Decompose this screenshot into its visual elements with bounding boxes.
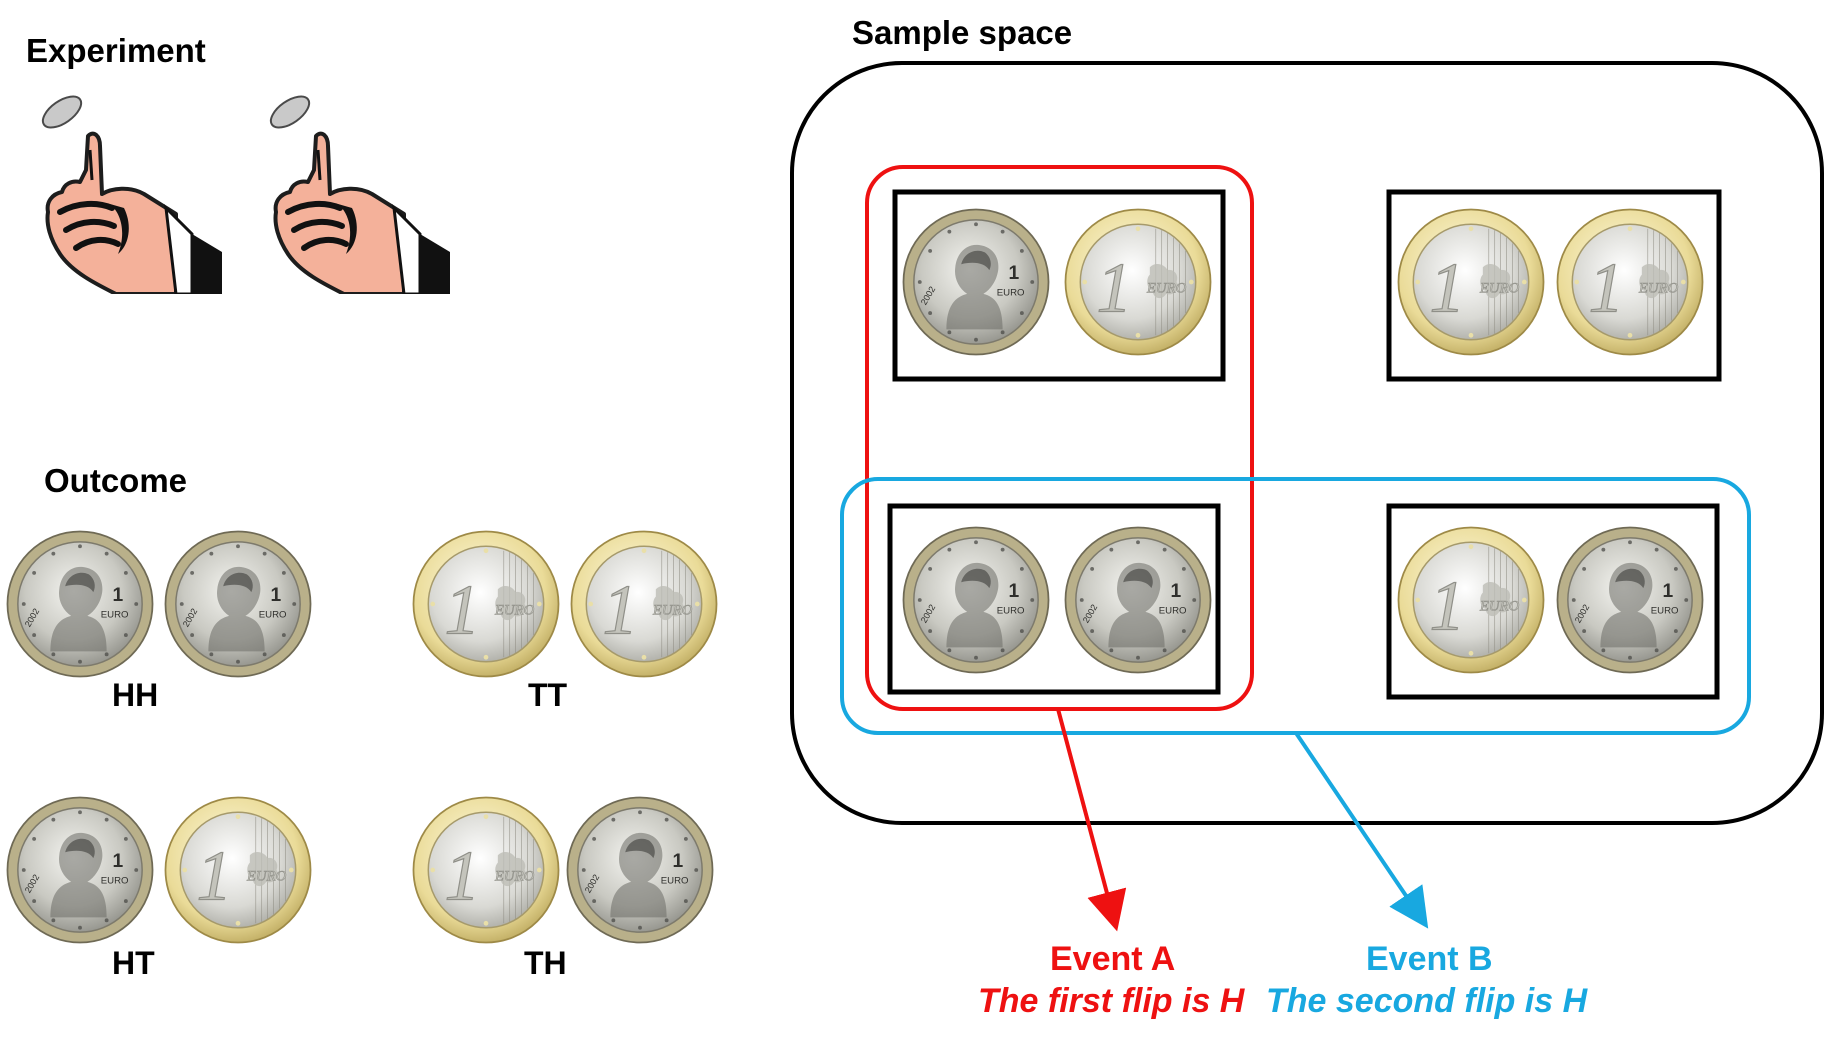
svg-text:1: 1 bbox=[1430, 568, 1466, 646]
sample-space-coin mozart-portrait-coin-icon: 1 EURO 2002 bbox=[1064, 526, 1212, 674]
coin-flip-hand-icon bbox=[254, 84, 454, 294]
event-b-description: The second flip is H bbox=[1266, 982, 1588, 1020]
svg-text:1: 1 bbox=[1009, 581, 1020, 602]
svg-text:EURO: EURO bbox=[1479, 598, 1520, 614]
sample-space-coin europe-map-coin-icon: 1 EURO bbox=[1064, 208, 1212, 356]
coin-flip-hand-icon bbox=[26, 84, 226, 294]
svg-text:1: 1 bbox=[1430, 250, 1466, 328]
svg-text:EURO: EURO bbox=[997, 605, 1025, 616]
svg-text:1: 1 bbox=[1171, 581, 1182, 602]
svg-text:1: 1 bbox=[271, 585, 282, 606]
svg-text:EURO: EURO bbox=[1651, 605, 1679, 616]
svg-text:1: 1 bbox=[1589, 250, 1625, 328]
svg-text:1: 1 bbox=[1663, 581, 1674, 602]
svg-text:1: 1 bbox=[445, 572, 481, 650]
svg-text:EURO: EURO bbox=[101, 609, 129, 620]
sample-space-coin mozart-portrait-coin-icon: 1 EURO 2002 bbox=[902, 208, 1050, 356]
event-a-arrow bbox=[1056, 708, 1127, 932]
svg-text:EURO: EURO bbox=[661, 875, 689, 886]
outcome-label: TT bbox=[528, 677, 568, 713]
svg-text:1: 1 bbox=[445, 838, 481, 916]
svg-text:EURO: EURO bbox=[1159, 605, 1187, 616]
sample-space-coin mozart-portrait-coin-icon: 1 EURO 2002 bbox=[902, 526, 1050, 674]
outcome-coin europe-map-coin-icon: 1 EURO bbox=[412, 530, 560, 678]
outcome-coin mozart-portrait-coin-icon: 1 EURO 2002 bbox=[6, 796, 154, 944]
event-b-region bbox=[840, 477, 1751, 735]
svg-text:EURO: EURO bbox=[1479, 280, 1520, 296]
sample-cell-border bbox=[892, 189, 1226, 382]
outcome-label: HT bbox=[112, 945, 155, 981]
sample-space-heading: Sample space bbox=[852, 14, 1073, 51]
outcome-coin europe-map-coin-icon: 1 EURO bbox=[412, 796, 560, 944]
event-a-title: Event A bbox=[1050, 940, 1176, 978]
sample-space-coin europe-map-coin-icon: 1 EURO bbox=[1397, 208, 1545, 356]
sample-cell-border bbox=[887, 503, 1221, 695]
event-b-arrow bbox=[1294, 731, 1429, 929]
sample-space-coin mozart-portrait-coin-icon: 1 EURO 2002 bbox=[1556, 526, 1704, 674]
svg-text:EURO: EURO bbox=[494, 868, 535, 884]
svg-text:1: 1 bbox=[1097, 250, 1133, 328]
svg-text:1: 1 bbox=[197, 838, 233, 916]
event-b-title: Event B bbox=[1366, 940, 1493, 978]
outcome-label: TH bbox=[524, 945, 567, 981]
svg-text:EURO: EURO bbox=[1638, 280, 1679, 296]
sample-cell-border bbox=[1386, 189, 1722, 382]
experiment-heading: Experiment bbox=[26, 32, 206, 69]
svg-text:1: 1 bbox=[673, 851, 684, 872]
outcome-coin mozart-portrait-coin-icon: 1 EURO 2002 bbox=[566, 796, 714, 944]
outcome-coin europe-map-coin-icon: 1 EURO bbox=[570, 530, 718, 678]
outcome-label: HH bbox=[112, 677, 159, 713]
svg-text:EURO: EURO bbox=[246, 868, 287, 884]
svg-text:EURO: EURO bbox=[494, 602, 535, 618]
svg-text:EURO: EURO bbox=[652, 602, 693, 618]
sample-cell-border bbox=[1386, 503, 1720, 700]
svg-text:EURO: EURO bbox=[1146, 280, 1187, 296]
sample-space-border bbox=[790, 61, 1824, 825]
sample-space-coin europe-map-coin-icon: 1 EURO bbox=[1556, 208, 1704, 356]
outcome-coin mozart-portrait-coin-icon: 1 EURO 2002 bbox=[6, 530, 154, 678]
svg-text:EURO: EURO bbox=[997, 287, 1025, 298]
outcome-heading: Outcome bbox=[44, 462, 188, 499]
sample-space-coin europe-map-coin-icon: 1 EURO bbox=[1397, 526, 1545, 674]
svg-text:1: 1 bbox=[113, 851, 124, 872]
outcome-coin mozart-portrait-coin-icon: 1 EURO 2002 bbox=[164, 530, 312, 678]
svg-text:EURO: EURO bbox=[259, 609, 287, 620]
svg-text:1: 1 bbox=[1009, 263, 1020, 284]
svg-text:EURO: EURO bbox=[101, 875, 129, 886]
svg-text:1: 1 bbox=[113, 585, 124, 606]
outcome-coin europe-map-coin-icon: 1 EURO bbox=[164, 796, 312, 944]
event-a-description: The first flip is H bbox=[978, 982, 1245, 1020]
svg-text:1: 1 bbox=[603, 572, 639, 650]
